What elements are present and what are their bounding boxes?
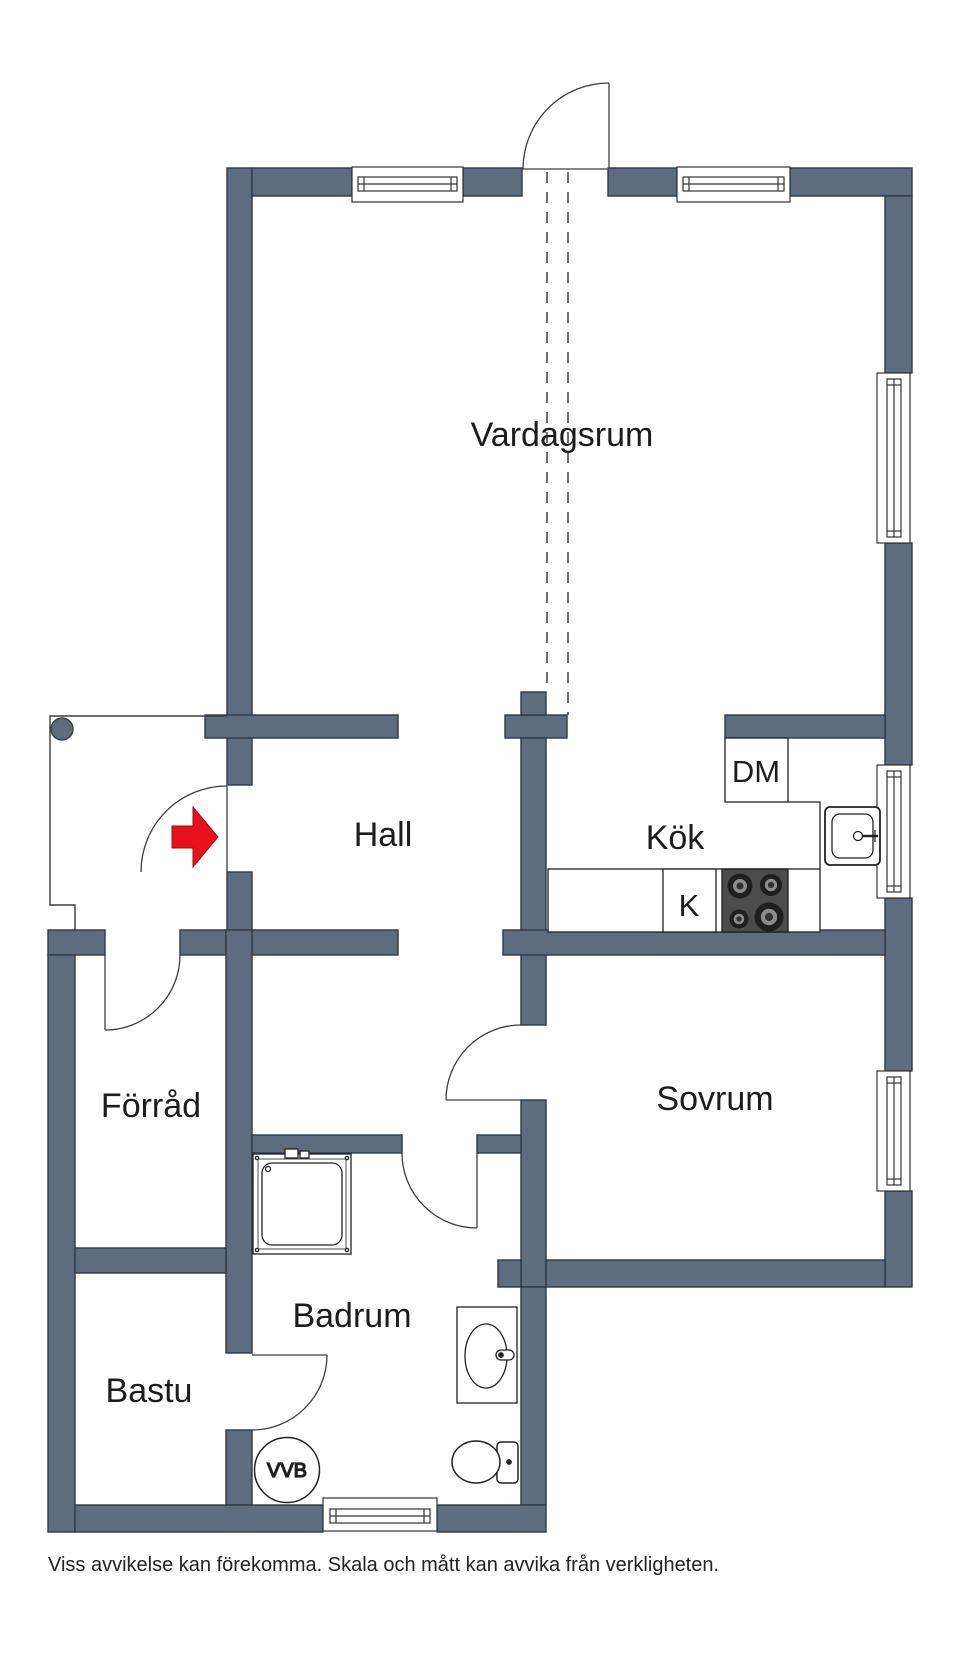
dashed-guides <box>546 172 569 715</box>
wall-segment <box>226 167 253 786</box>
window <box>876 764 911 899</box>
entry-porch <box>49 715 227 930</box>
wall-segment <box>179 929 227 956</box>
window <box>676 166 791 203</box>
kitchen-fixtures <box>547 737 881 933</box>
room-labels: Vardagsrum Hall Kök Sovrum Förråd Badrum… <box>101 416 780 1410</box>
dishwasher-label: DM <box>732 754 780 789</box>
stove <box>721 868 789 933</box>
wall-segment <box>225 1429 253 1506</box>
wall-segment <box>47 954 76 1533</box>
wall-segment <box>74 1504 324 1533</box>
wall-segment <box>251 929 399 956</box>
wall-segment <box>462 167 523 197</box>
room-label-sovrum: Sovrum <box>656 1080 773 1118</box>
wall-segment <box>504 714 568 739</box>
windows <box>322 166 911 1532</box>
wall-segment <box>520 691 547 716</box>
wall-segment <box>884 1190 913 1288</box>
porch-post-icon <box>50 717 74 741</box>
washbasin <box>456 1306 518 1404</box>
kitchen-sink <box>824 806 881 866</box>
burner-icon <box>727 873 784 932</box>
window <box>351 166 464 203</box>
door-bastu-swing <box>251 1354 328 1431</box>
shower-mixer-icon <box>284 1148 299 1159</box>
walls <box>47 167 913 1533</box>
window <box>876 372 911 544</box>
doors <box>104 82 610 1431</box>
wall-segment <box>884 897 913 1072</box>
water-heater-label: VVB <box>267 1460 307 1482</box>
door-badrum-swing <box>401 1152 478 1229</box>
wall-segment <box>74 1247 227 1274</box>
room-label-forrad: Förråd <box>101 1087 201 1125</box>
wall-segment <box>520 737 547 1026</box>
wall-segment <box>497 1259 522 1288</box>
wall-segment <box>251 1134 403 1154</box>
wall-segment <box>884 542 913 766</box>
fridge <box>662 868 717 933</box>
wall-segment <box>724 714 886 739</box>
room-label-kok: Kök <box>646 819 706 857</box>
room-label-badrum: Badrum <box>292 1297 411 1335</box>
toilet-bowl <box>451 1440 501 1484</box>
wall-segment <box>607 167 678 197</box>
disclaimer-text: Viss avvikelse kan förekomma. Skala och … <box>48 1554 719 1576</box>
bathroom-fixtures: VVB <box>252 1148 519 1504</box>
toilet <box>451 1440 519 1484</box>
shower <box>252 1148 352 1255</box>
wall-segment <box>520 1286 547 1506</box>
room-label-vardagsrum: Vardagsrum <box>471 416 654 454</box>
wall-segment <box>545 1259 886 1288</box>
wall-segment <box>502 929 886 956</box>
porch-outline <box>49 715 227 930</box>
wall-segment <box>476 1134 522 1154</box>
room-label-hall: Hall <box>354 816 413 854</box>
fridge-label: K <box>679 888 700 923</box>
water-heater: VVB <box>253 1436 321 1504</box>
window <box>322 1497 438 1532</box>
wall-segment <box>204 714 399 739</box>
wall-segment <box>251 167 353 197</box>
wall-segment <box>520 1099 547 1288</box>
shower-head-icon <box>299 1150 310 1159</box>
wall-segment <box>436 1504 547 1533</box>
door-sovrum-swing <box>445 1024 522 1101</box>
room-label-bastu: Bastu <box>106 1372 193 1410</box>
entrance-arrow-icon <box>171 805 219 869</box>
counter-edge <box>788 801 821 869</box>
door-top-swing <box>522 82 610 170</box>
wall-segment <box>884 195 913 374</box>
door-forrad-swing <box>104 954 181 1031</box>
wall-segment <box>226 871 253 931</box>
wall-segment <box>47 929 106 956</box>
door-entrance-swing <box>140 785 228 873</box>
window <box>876 1070 911 1192</box>
wall-segment <box>789 167 913 197</box>
wall-segment <box>225 929 253 1354</box>
dishwasher <box>724 737 789 803</box>
